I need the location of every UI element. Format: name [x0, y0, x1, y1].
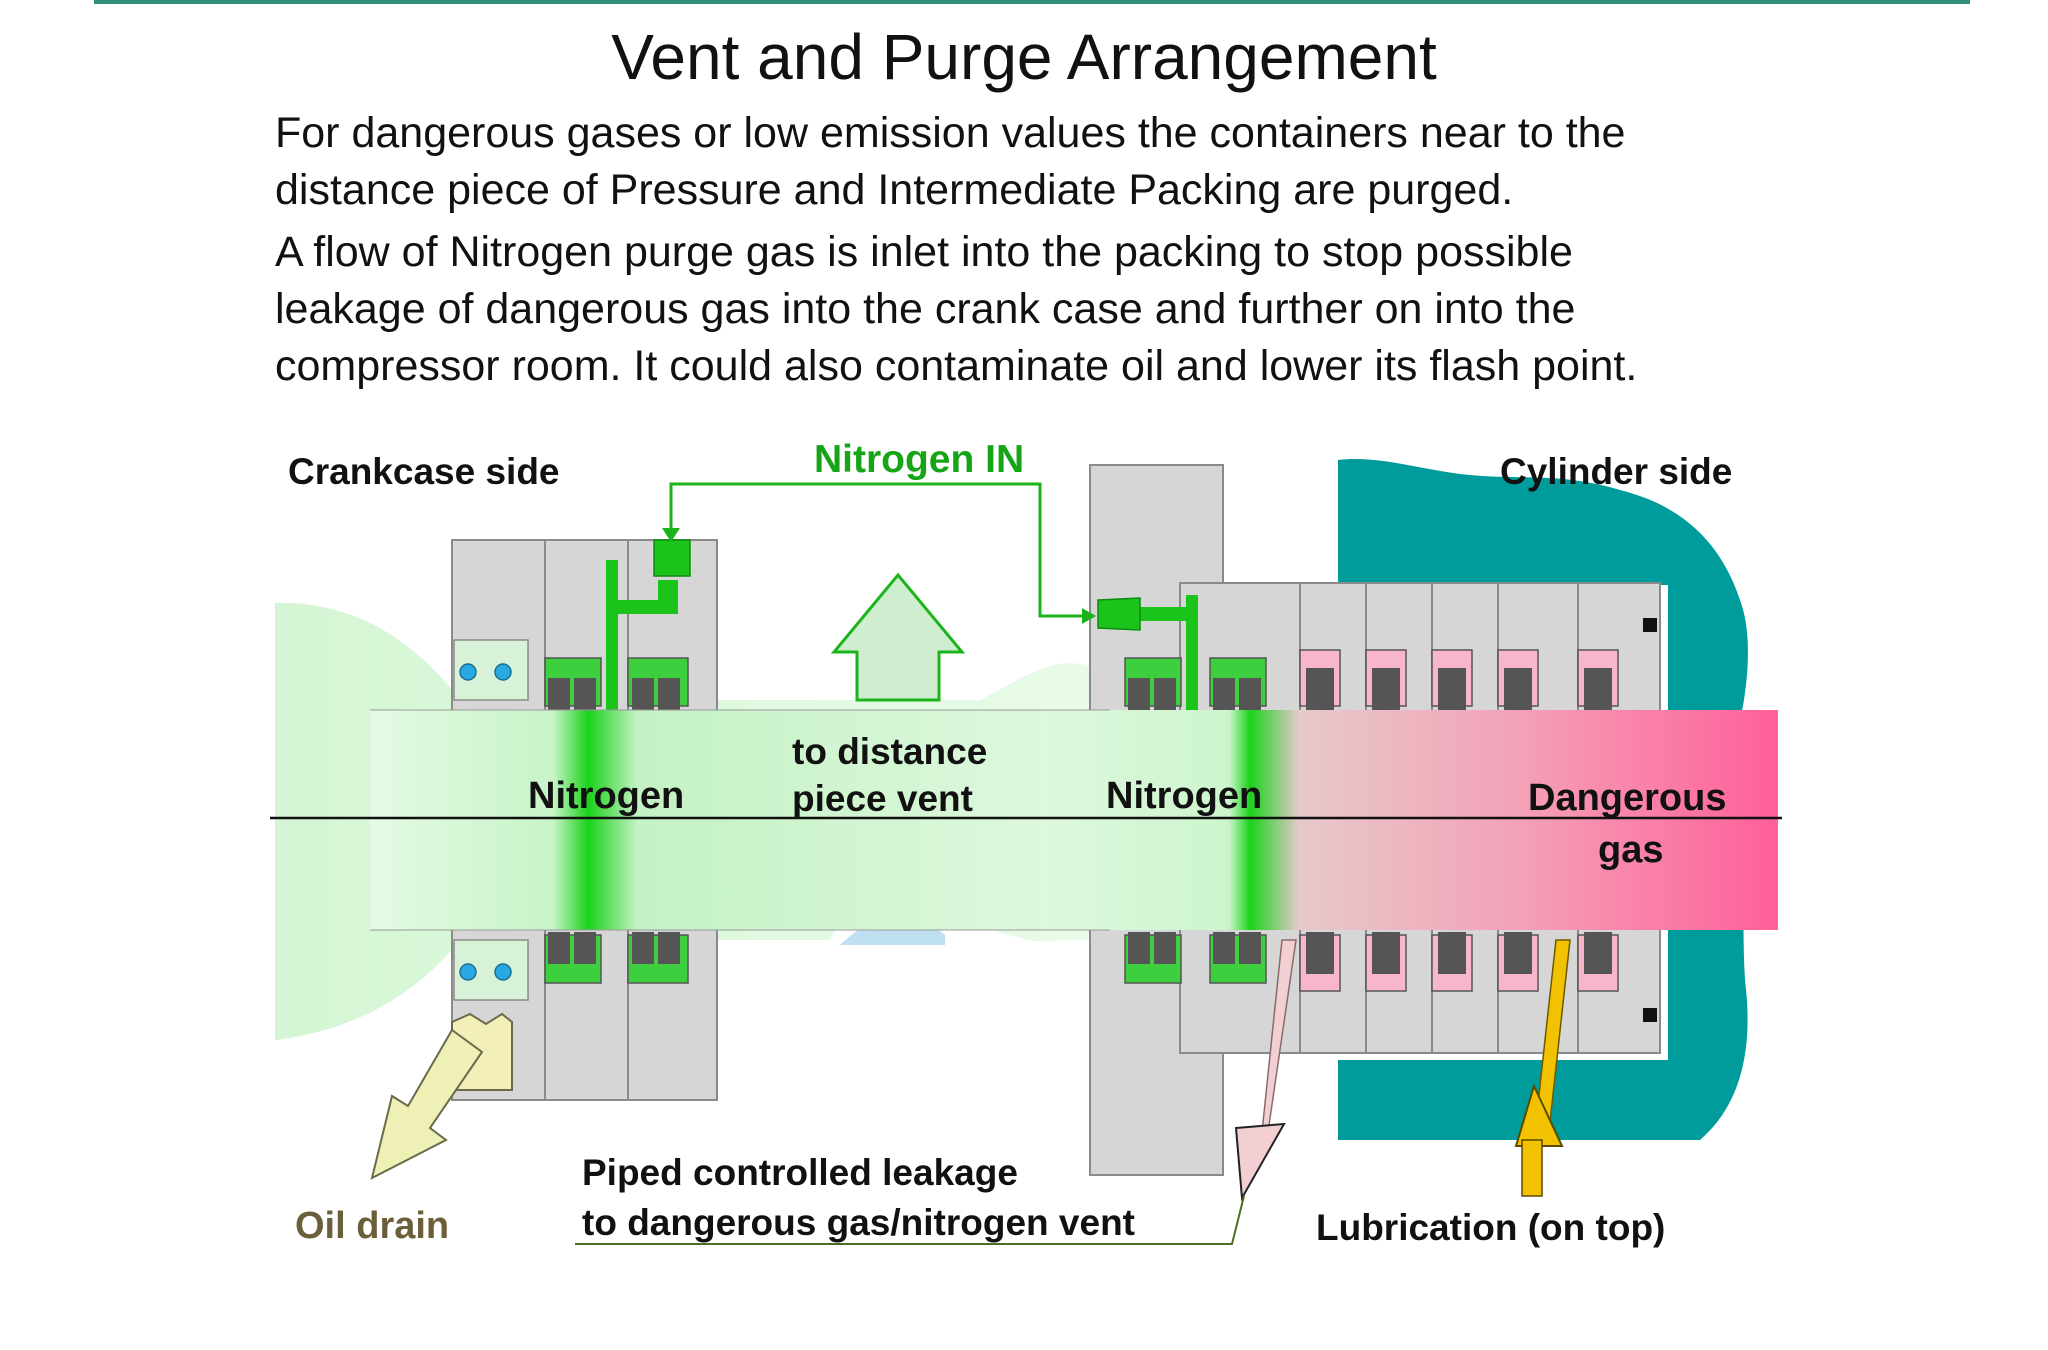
distance-piece-vent-arrow: [830, 572, 966, 702]
nitrogen-supply-line: [669, 482, 1090, 618]
lubrication-label: Lubrication (on top): [1316, 1207, 1665, 1248]
crankcase-side-label: Crankcase side: [288, 451, 560, 492]
purge-paragraph: A flow of Nitrogen purge gas is inlet in…: [275, 224, 1875, 395]
leakage-vent-arrow: [1234, 1122, 1286, 1202]
slide-title: Vent and Purge Arrangement: [611, 21, 1437, 93]
piped-leakage-label-line-2: to dangerous gas/nitrogen vent: [582, 1202, 1135, 1243]
leakage-leader-line: [575, 1195, 1245, 1245]
dangerous-gas-label-line-1: Dangerous: [1528, 777, 1726, 819]
nitrogen-left-label: Nitrogen: [528, 775, 684, 817]
vent-label-line-2: piece vent: [792, 778, 973, 819]
piston-rod: [370, 710, 1778, 930]
purge-line-2: leakage of dangerous gas into the crank …: [275, 285, 1576, 333]
piped-leakage-label-line-1: Piped controlled leakage: [582, 1152, 1018, 1193]
purge-line-3: compressor room. It could also contamina…: [275, 342, 1638, 390]
nitrogen-right-label: Nitrogen: [1106, 775, 1262, 817]
dangerous-gas-label-line-2: gas: [1598, 829, 1663, 871]
purge-line-1: A flow of Nitrogen purge gas is inlet in…: [275, 228, 1573, 276]
nitrogen-inlet-cylinder: [1097, 595, 1198, 710]
oil-drain-label: Oil drain: [295, 1205, 449, 1247]
top-rule: [94, 0, 1970, 4]
intro-line-2: distance piece of Pressure and Intermedi…: [275, 166, 1514, 214]
oil-drain-arrow: [370, 1028, 484, 1180]
intro-line-1: For dangerous gases or low emission valu…: [275, 109, 1626, 157]
cylinder-side-label: Cylinder side: [1500, 451, 1732, 492]
intro-paragraph: For dangerous gases or low emission valu…: [275, 105, 1875, 219]
vent-label-line-1: to distance: [792, 731, 987, 772]
nitrogen-inlet-crankcase: [606, 539, 691, 710]
nitrogen-in-label: Nitrogen IN: [814, 438, 1024, 481]
